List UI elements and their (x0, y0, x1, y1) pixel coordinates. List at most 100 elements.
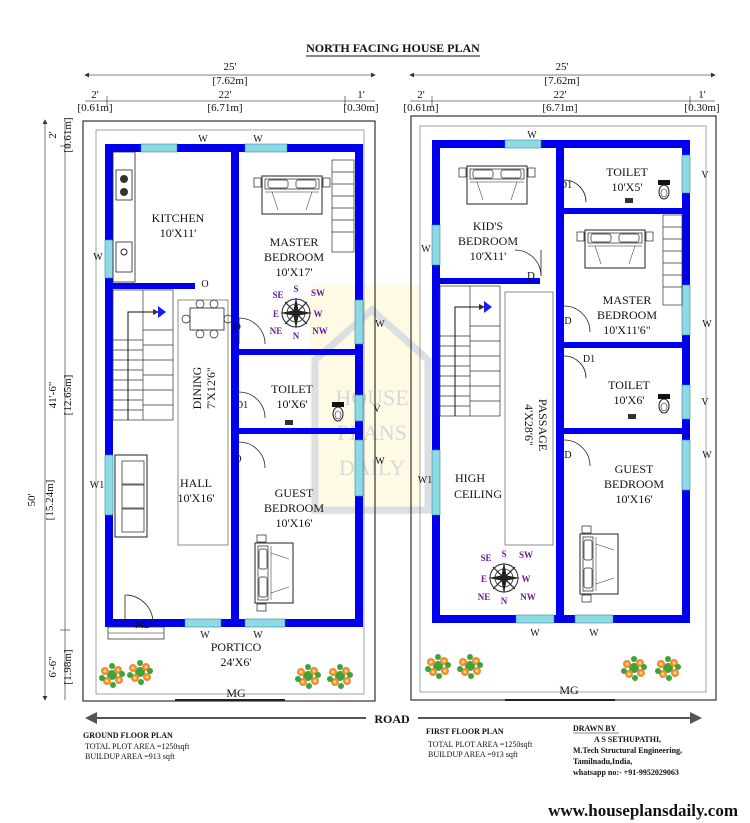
svg-text:Tamilnadu,India,: Tamilnadu,India, (573, 757, 632, 766)
svg-text:KITCHEN: KITCHEN (152, 211, 205, 225)
svg-text:BEDROOM: BEDROOM (264, 501, 324, 515)
svg-text:NE: NE (270, 326, 283, 336)
svg-text:BUILDUP AREA =913 sqft: BUILDUP AREA =913 sqft (85, 752, 176, 761)
svg-text:CEILING: CEILING (454, 487, 502, 501)
svg-text:W: W (589, 628, 599, 639)
svg-text:[7.62m]: [7.62m] (544, 75, 579, 87)
svg-text:MG: MG (226, 686, 246, 700)
svg-text:[6.71m]: [6.71m] (207, 102, 242, 114)
svg-text:22': 22' (219, 89, 232, 101)
svg-text:D1: D1 (583, 354, 595, 365)
svg-text:SW: SW (311, 288, 325, 298)
svg-text:BEDROOM: BEDROOM (597, 308, 657, 322)
svg-text:E: E (273, 309, 279, 319)
svg-text:7'X12'6": 7'X12'6" (204, 367, 218, 409)
compass-first (488, 562, 520, 594)
svg-text:PASSAGE: PASSAGE (536, 399, 550, 451)
svg-text:BEDROOM: BEDROOM (264, 250, 324, 264)
svg-text:D: D (564, 316, 571, 327)
svg-text:W1: W1 (418, 475, 432, 486)
svg-text:D: D (233, 321, 241, 333)
vertical-dimensions: 50' [15.24m] 2' [0.61m] 41'-6" [12.65m] … (26, 117, 74, 701)
svg-text:O: O (201, 279, 208, 290)
first-floor-plan: S N E W SE SW NE NW KID'S BEDROOM 10'X11… (410, 115, 717, 701)
svg-text:41'-6": 41'-6" (47, 382, 59, 409)
svg-text:V: V (701, 170, 709, 181)
website-url[interactable]: www.houseplansdaily.com (548, 801, 738, 820)
svg-text:W: W (530, 628, 540, 639)
watermark: HOUSE PLANS DAILY (310, 285, 432, 515)
svg-text:10'X11': 10'X11' (160, 226, 197, 240)
svg-text:D: D (234, 454, 241, 465)
svg-text:V: V (373, 404, 381, 415)
svg-text:NE: NE (478, 592, 491, 602)
plan-title: NORTH FACING HOUSE PLAN (306, 41, 480, 55)
svg-text:10'X6': 10'X6' (614, 393, 645, 407)
svg-text:DAILY: DAILY (339, 455, 405, 480)
svg-text:W: W (702, 450, 712, 461)
svg-text:HOUSE: HOUSE (335, 385, 408, 410)
svg-text:10'X11'6": 10'X11'6" (603, 323, 651, 337)
svg-text:MASTER: MASTER (603, 293, 652, 307)
svg-text:MD: MD (135, 620, 151, 631)
svg-text:10'X16': 10'X16' (616, 492, 653, 506)
svg-text:S: S (501, 549, 506, 559)
svg-text:KID'S: KID'S (473, 219, 503, 233)
svg-text:W: W (375, 456, 385, 467)
svg-text:MG: MG (559, 683, 579, 697)
svg-text:HALL: HALL (180, 476, 212, 490)
svg-text:[1.98m]: [1.98m] (62, 649, 74, 684)
svg-text:W1: W1 (90, 480, 104, 491)
svg-text:MASTER: MASTER (270, 235, 319, 249)
svg-text:4'X28'6": 4'X28'6" (522, 404, 536, 446)
svg-text:TOTAL PLOT AREA =1250sqft: TOTAL PLOT AREA =1250sqft (428, 740, 533, 749)
svg-text:2': 2' (91, 89, 99, 101)
svg-text:D: D (564, 450, 571, 461)
svg-text:25': 25' (224, 61, 237, 73)
svg-text:W: W (527, 130, 537, 141)
compass-ground (280, 297, 312, 329)
svg-text:DRAWN BY: DRAWN BY (573, 724, 617, 733)
svg-text:BEDROOM: BEDROOM (458, 234, 518, 248)
svg-text:[0.61m]: [0.61m] (403, 102, 438, 114)
svg-text:TOILET: TOILET (271, 382, 313, 396)
svg-text:SE: SE (272, 290, 283, 300)
svg-text:TOILET: TOILET (608, 378, 650, 392)
svg-text:W: W (253, 134, 263, 145)
svg-text:10'X17': 10'X17' (276, 265, 313, 279)
svg-text:[7.62m]: [7.62m] (212, 75, 247, 87)
svg-text:[12.65m]: [12.65m] (62, 375, 74, 416)
svg-text:10'X11': 10'X11' (470, 249, 507, 263)
svg-text:2': 2' (417, 89, 425, 101)
svg-text:TOILET: TOILET (606, 165, 648, 179)
svg-text:whatsapp no:- +91-9952029063: whatsapp no:- +91-9952029063 (573, 768, 679, 777)
first-floor-caption: FIRST FLOOR PLAN TOTAL PLOT AREA =1250sq… (426, 727, 533, 759)
svg-text:DINING: DINING (190, 366, 204, 409)
svg-text:10'X16': 10'X16' (276, 516, 313, 530)
svg-text:10'X6': 10'X6' (277, 397, 308, 411)
svg-text:D1: D1 (560, 180, 572, 191)
ground-floor-plan: S N E W SE SW NE NW KITCHEN 10'X11' MAST… (82, 120, 385, 702)
svg-text:22': 22' (554, 89, 567, 101)
svg-text:S: S (293, 284, 298, 294)
first-staircase (439, 285, 501, 417)
credits: DRAWN BY A S SETHUPATHI, M.Tech Structur… (573, 724, 682, 777)
svg-text:6'-6": 6'-6" (47, 656, 59, 677)
svg-text:W: W (198, 134, 208, 145)
svg-text:50': 50' (26, 493, 38, 506)
left-top-dimensions: 25' [7.62m] 2' [0.61m] 22' [6.71m] 1' [0… (77, 61, 378, 114)
svg-text:[0.61m]: [0.61m] (62, 117, 74, 152)
right-top-dimensions: 25' [7.62m] 2' [0.61m] 22' [6.71m] 1' [0… (403, 61, 719, 114)
svg-text:GUEST: GUEST (275, 486, 314, 500)
svg-text:[6.71m]: [6.71m] (542, 102, 577, 114)
svg-text:W: W (93, 252, 103, 263)
svg-text:10'X5': 10'X5' (612, 180, 643, 194)
svg-text:[0.30m]: [0.30m] (684, 102, 719, 114)
ground-floor-caption: GROUND FLOOR PLAN TOTAL PLOT AREA =1250s… (83, 731, 190, 761)
svg-text:ROAD: ROAD (374, 712, 410, 726)
svg-text:BUILDUP AREA =913 sqft: BUILDUP AREA =913 sqft (428, 750, 519, 759)
svg-text:GUEST: GUEST (615, 462, 654, 476)
svg-text:W: W (375, 319, 385, 330)
svg-text:W: W (702, 319, 712, 330)
